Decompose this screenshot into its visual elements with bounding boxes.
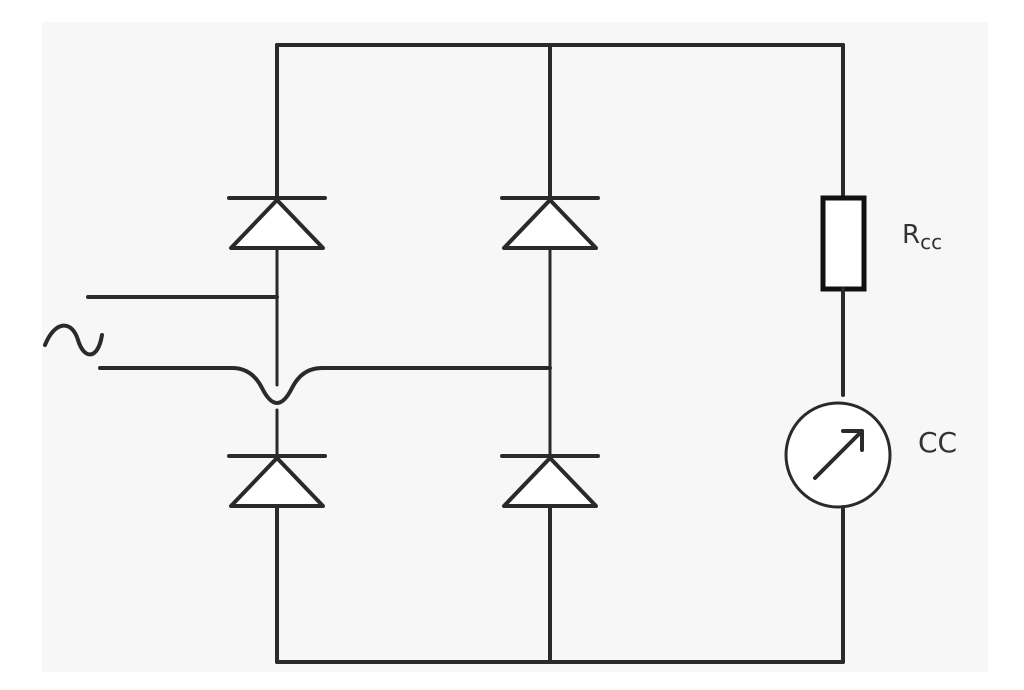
resistor-label-sub: cc xyxy=(920,230,942,254)
diode-top-middle xyxy=(500,196,600,250)
diode-top-left xyxy=(227,196,327,250)
drawing-area xyxy=(42,22,988,672)
resistor-label: Rcc xyxy=(902,220,942,254)
ac-input-lower-wire-crossover xyxy=(98,366,552,405)
meter-label: CC xyxy=(918,426,957,459)
meter-arrow-icon xyxy=(813,429,864,480)
diode-bottom-left xyxy=(227,454,327,508)
ac-source-symbol xyxy=(43,323,104,357)
resistor-label-main: R xyxy=(902,220,920,250)
resistor-rcc xyxy=(820,195,867,292)
diode-bottom-middle xyxy=(500,454,600,508)
